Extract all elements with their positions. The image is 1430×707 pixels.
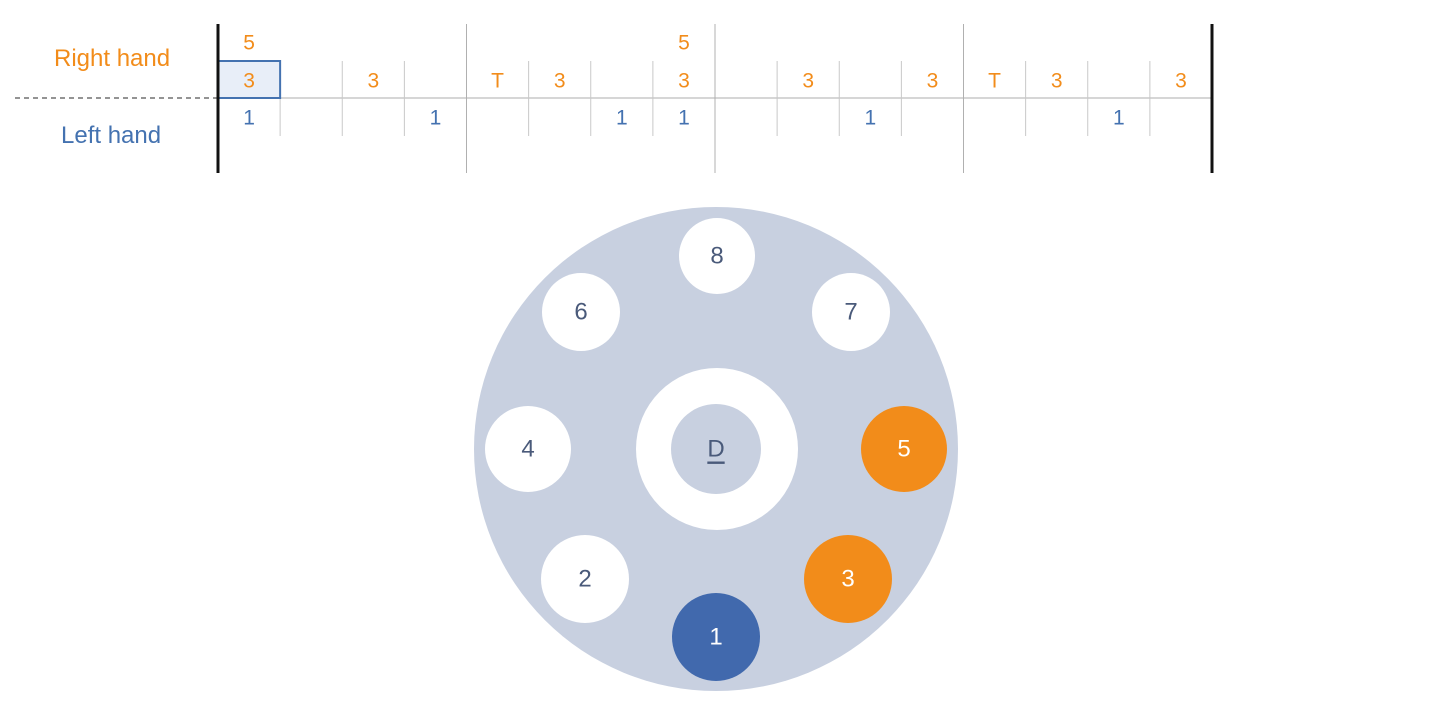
rhythm-timeline: 5 3 1 3 1 T 3 1 5 3 1 3 1 3 T 3 1 3 <box>15 24 1214 173</box>
tone-field-label: 3 <box>841 566 854 593</box>
left-hand-label: Left hand <box>61 122 162 149</box>
right-hand-note: T <box>491 70 504 93</box>
ding-label: D <box>707 436 724 463</box>
tone-field-1[interactable] <box>672 593 760 681</box>
tone-field-label: 5 <box>897 436 910 463</box>
right-hand-note: 3 <box>802 70 814 93</box>
left-hand-note: 1 <box>430 107 442 130</box>
right-hand-note: 5 <box>243 32 255 55</box>
tone-field-label: 8 <box>710 243 723 270</box>
right-hand-note: 3 <box>1175 70 1187 93</box>
tone-field-4[interactable] <box>485 406 571 492</box>
right-hand-note: T <box>988 70 1001 93</box>
left-hand-note: 1 <box>678 107 690 130</box>
tone-field-label: 2 <box>578 566 591 593</box>
tone-field-5[interactable] <box>861 406 947 492</box>
right-hand-note: 3 <box>1051 70 1063 93</box>
left-hand-note: 1 <box>616 107 628 130</box>
right-hand-note: 3 <box>367 70 379 93</box>
tone-field-7[interactable] <box>812 273 890 351</box>
tone-field-label: 6 <box>574 299 587 326</box>
left-hand-note: 1 <box>243 107 255 130</box>
ding-center[interactable] <box>671 404 761 494</box>
drum-body <box>474 207 958 691</box>
tone-field-label: 4 <box>521 436 534 463</box>
right-hand-note: 3 <box>678 70 690 93</box>
left-hand-note: 1 <box>864 107 876 130</box>
left-hand-note: 1 <box>1113 107 1125 130</box>
right-hand-note: 3 <box>927 70 939 93</box>
current-beat-highlight <box>217 60 282 99</box>
tone-field-8[interactable] <box>679 218 755 294</box>
right-hand-label: Right hand <box>54 45 171 72</box>
tone-field-label: 7 <box>844 299 857 326</box>
right-hand-note: 5 <box>678 32 690 55</box>
tone-field-6[interactable] <box>542 273 620 351</box>
right-hand-note: 3 <box>554 70 566 93</box>
ding-ring <box>636 368 798 530</box>
right-hand-note: 3 <box>243 70 255 93</box>
tone-field-2[interactable] <box>541 535 629 623</box>
tone-field-label: 1 <box>709 624 722 651</box>
tone-field-3[interactable] <box>804 535 892 623</box>
